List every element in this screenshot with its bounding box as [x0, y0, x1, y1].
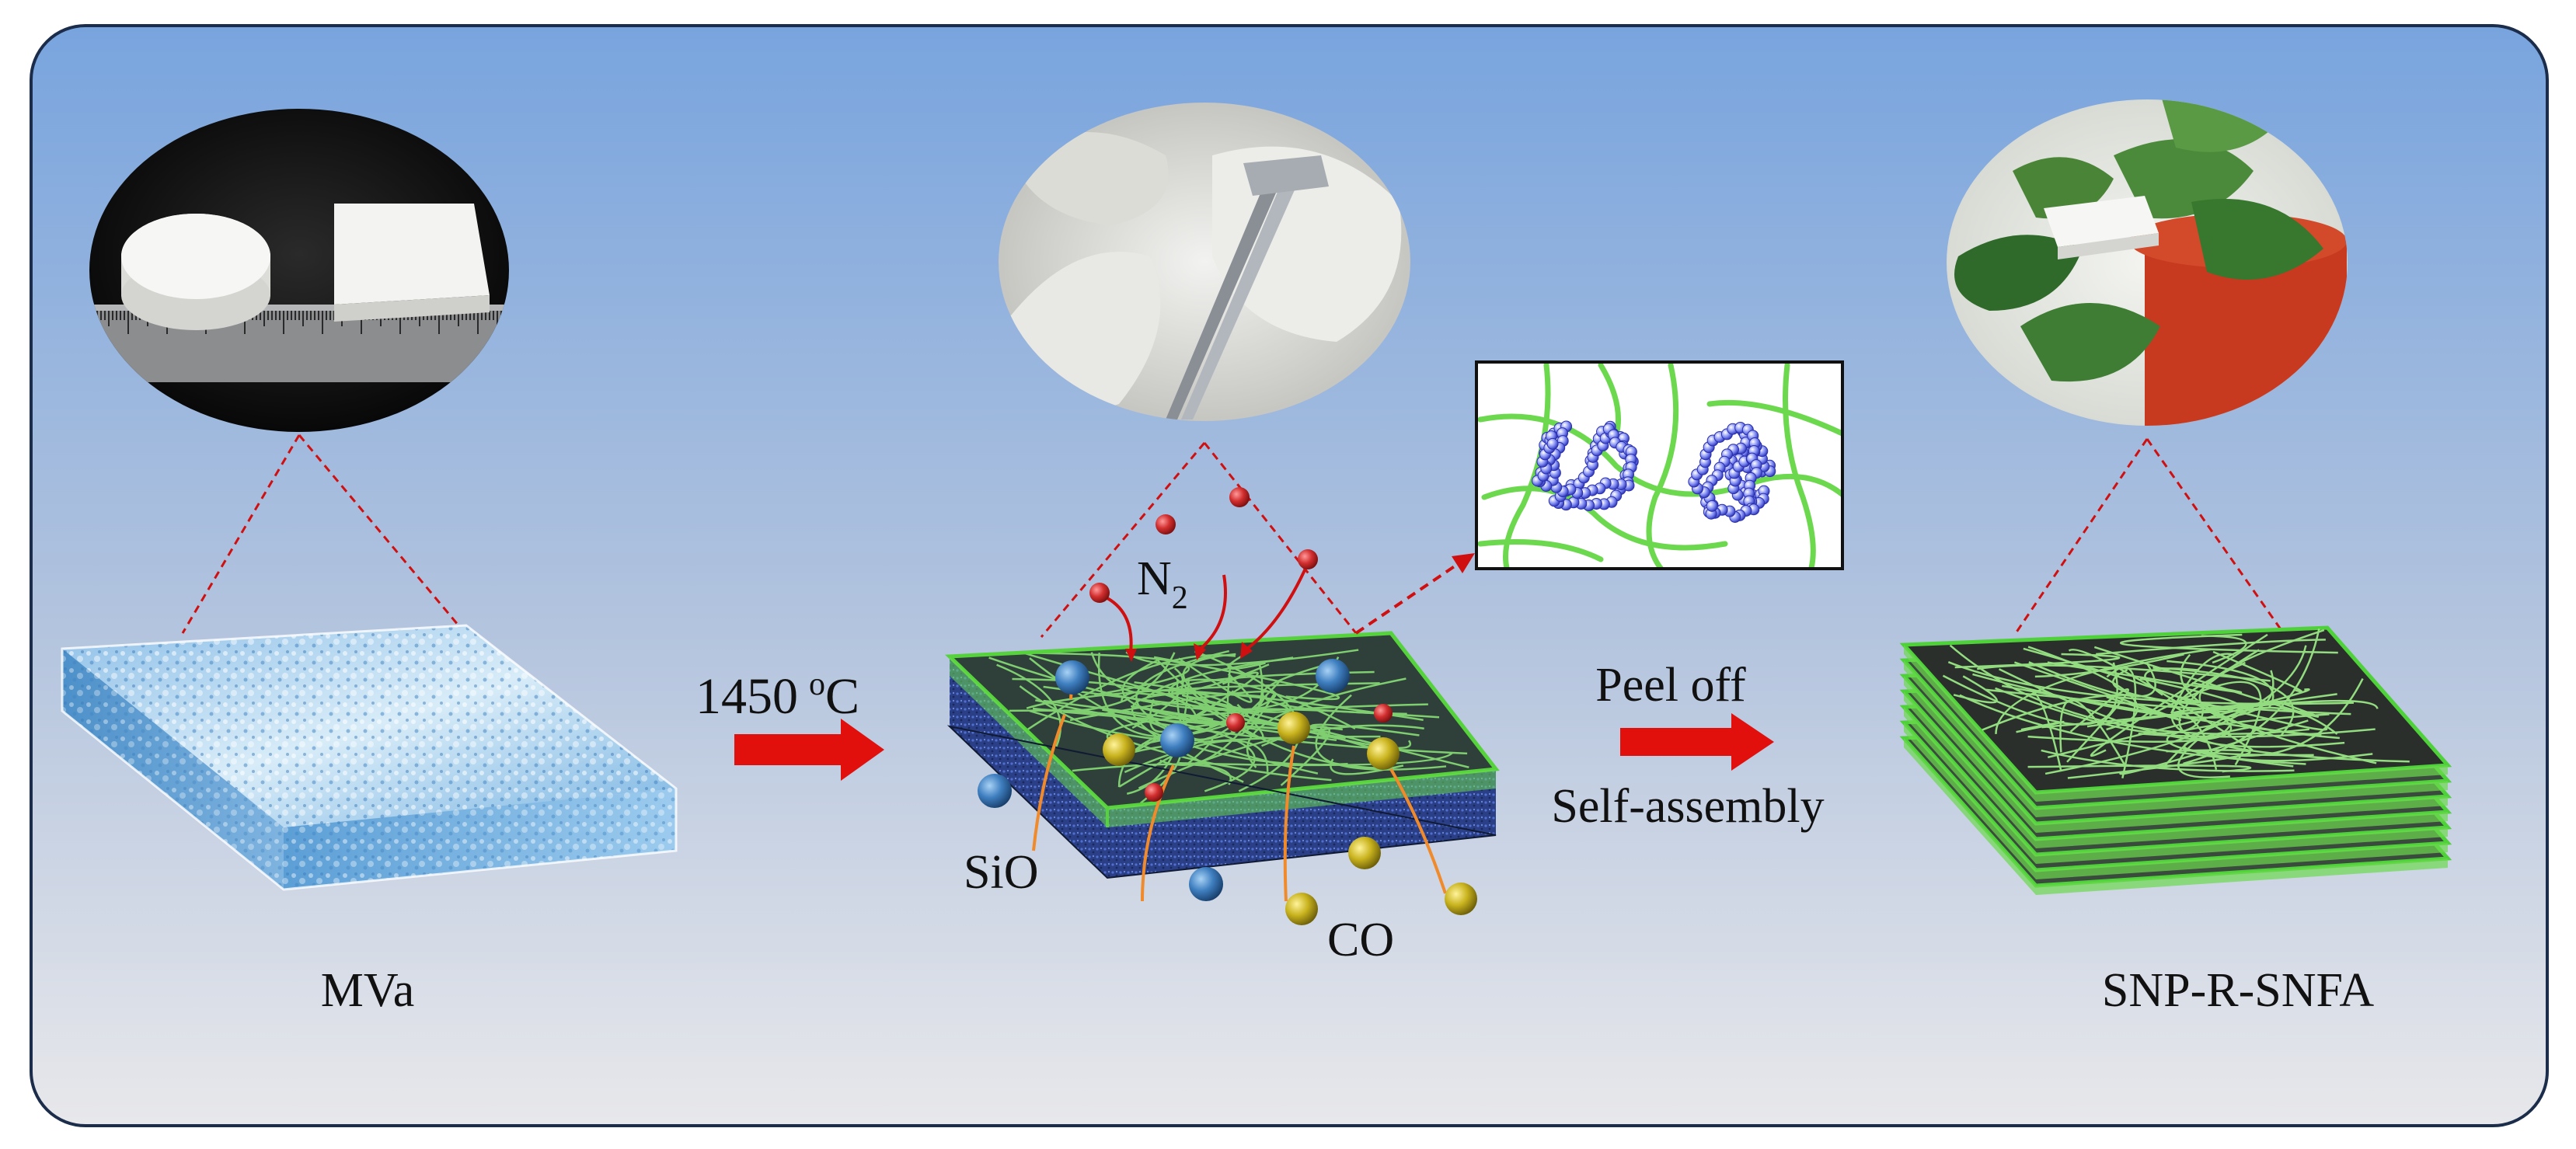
gas-sphere	[1156, 514, 1176, 534]
plant-photo	[1947, 99, 2348, 426]
gas-sphere	[1103, 733, 1135, 766]
peel-off-label: Peel off	[1595, 659, 1746, 712]
mva-label: MVa	[321, 964, 415, 1017]
zoom-line	[1040, 442, 1206, 638]
gas-sphere	[1316, 659, 1350, 693]
zoom-line	[181, 434, 301, 634]
peel-arrow-icon	[1620, 713, 1774, 771]
ruler-photo	[89, 109, 509, 432]
gas-sphere	[1229, 487, 1250, 507]
sio-label: SiO	[964, 846, 1038, 899]
snfa-stack	[1899, 625, 2452, 895]
gas-sphere	[1055, 660, 1089, 695]
tweezers-photo	[999, 103, 1410, 421]
snfa-label: SNP-R-SNFA	[2102, 964, 2375, 1017]
zoom-line	[1203, 442, 1358, 634]
gas-spheres	[978, 487, 1477, 925]
gas-sphere	[1298, 549, 1318, 569]
mva-foam-block	[61, 624, 678, 891]
gas-sphere	[1285, 893, 1318, 925]
nanoparticle-bead	[1706, 500, 1718, 512]
zoom-line	[298, 434, 460, 626]
gas-sphere	[978, 774, 1012, 808]
gas-sphere	[1145, 783, 1163, 802]
gas-sphere	[1278, 712, 1310, 744]
gas-sphere	[1374, 704, 1393, 722]
nanoparticle-bead	[1546, 437, 1559, 450]
gas-sphere	[1160, 723, 1194, 757]
gas-sphere	[1445, 883, 1477, 915]
sio-co-paths	[1032, 675, 1447, 902]
inset-pointer-line	[1354, 559, 1464, 635]
gas-sphere	[1348, 837, 1381, 869]
self-assembly-label: Self-assembly	[1551, 780, 1824, 833]
gas-sphere	[1367, 737, 1400, 770]
n2-molecules	[1106, 562, 1309, 662]
nanoparticle-inset	[1475, 360, 1844, 570]
co-label: CO	[1327, 914, 1394, 966]
gas-sphere	[1089, 583, 1110, 603]
gas-sphere	[1189, 867, 1223, 901]
heat-arrow-icon	[734, 719, 884, 781]
n2-label: N2	[1137, 552, 1188, 616]
inset-pointer-arrowhead	[1452, 553, 1475, 573]
gas-sphere	[1226, 713, 1245, 732]
